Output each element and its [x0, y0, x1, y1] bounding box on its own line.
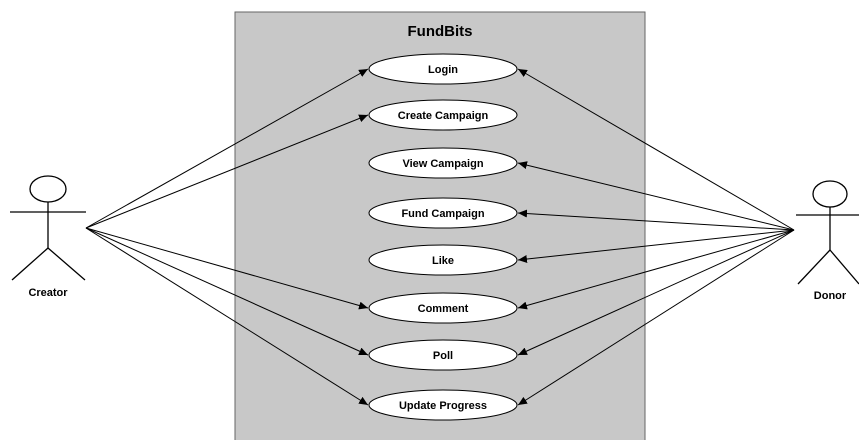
use-case-ellipse [368, 53, 518, 85]
association-creator-update-progress [85, 227, 369, 406]
use-case-like[interactable]: Like [368, 244, 518, 276]
use-case-view-campaign[interactable]: View Campaign [368, 147, 518, 179]
use-case-label: Login [428, 64, 458, 76]
association-donor-fund-campaign [517, 209, 795, 231]
system-title: FundBits [408, 23, 473, 40]
actor-donor[interactable]: Donor [796, 180, 859, 302]
use-case-label: Poll [433, 350, 453, 362]
association-donor-update-progress [517, 229, 795, 406]
stick-figure-icon [796, 180, 859, 285]
association-creator-create-campaign [85, 114, 369, 229]
association-creator-poll [85, 227, 369, 356]
association-donor-view-campaign [517, 161, 795, 231]
use-case-ellipse [368, 99, 518, 131]
use-case-ellipse [368, 292, 518, 324]
associations [85, 68, 795, 406]
actor-label-donor: Donor [814, 290, 847, 302]
association-donor-comment [517, 229, 795, 310]
use-case-poll[interactable]: Poll [368, 339, 518, 371]
use-case-ellipse [368, 389, 518, 421]
use-case-label: Create Campaign [398, 110, 489, 122]
use-case-fund-campaign[interactable]: Fund Campaign [368, 197, 518, 229]
association-donor-login [517, 68, 795, 231]
use-case-label: Fund Campaign [401, 208, 484, 220]
stick-figure-icon [10, 175, 86, 281]
use-case-ellipse [368, 147, 518, 179]
use-case-ellipse [368, 339, 518, 371]
use-cases: Login Create Campaign View Campaign Fund… [368, 53, 518, 421]
use-case-comment[interactable]: Comment [368, 292, 518, 324]
association-creator-comment [85, 227, 369, 310]
use-case-label: Comment [418, 303, 469, 315]
use-case-ellipse [368, 244, 518, 276]
use-case-ellipse [368, 197, 518, 229]
use-case-update-progress[interactable]: Update Progress [368, 389, 518, 421]
use-case-label: Like [432, 255, 454, 267]
actor-label-creator: Creator [28, 287, 68, 299]
actor-creator[interactable]: Creator [10, 175, 86, 299]
use-case-create-campaign[interactable]: Create Campaign [368, 99, 518, 131]
use-case-label: Update Progress [399, 400, 487, 412]
use-case-login[interactable]: Login [368, 53, 518, 85]
association-donor-like [517, 229, 795, 264]
association-donor-poll [517, 229, 795, 356]
association-creator-login [85, 68, 369, 229]
use-case-label: View Campaign [402, 158, 483, 170]
